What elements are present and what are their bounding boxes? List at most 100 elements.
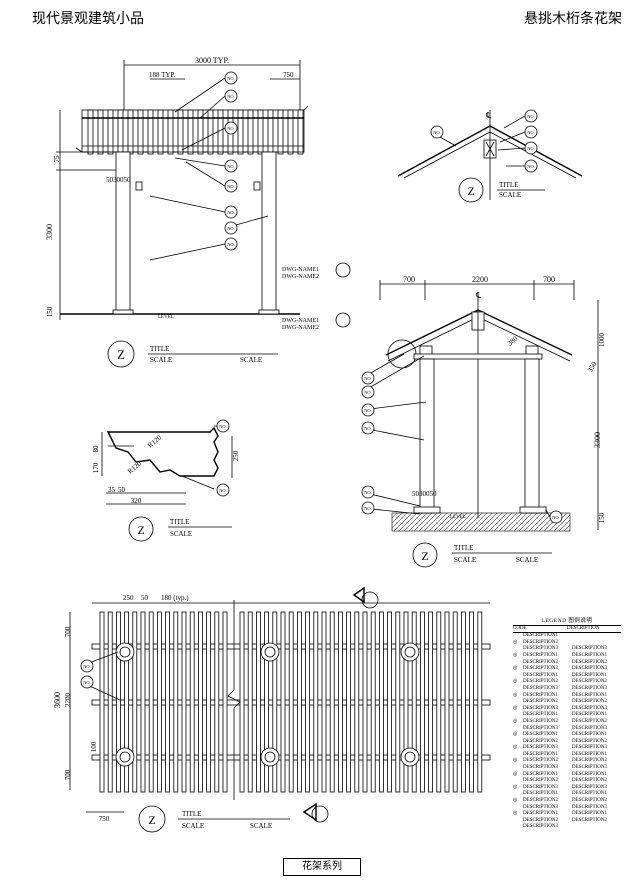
legend-cell-d1: DESCRIPTION2: [523, 699, 559, 705]
plan-rafter: [305, 611, 311, 793]
legend-cell-d1: DESCRIPTION3: [523, 824, 559, 830]
rafter: [197, 109, 204, 155]
legend-cell-sym: [513, 818, 523, 825]
legend-cell-d1: DESCRIPTION1: [523, 652, 559, 658]
legend-cell-d1: DESCRIPTION3: [523, 685, 559, 691]
rafter: [97, 109, 104, 155]
plan-rafter: [460, 611, 466, 793]
svg-text:NO.: NO.: [219, 488, 227, 493]
rafter: [297, 109, 304, 155]
legend-cell-d2: DESCRIPTION2: [572, 758, 608, 764]
svg-text:SCALE: SCALE: [499, 191, 521, 199]
section-callout-tag: NO.: [361, 353, 405, 385]
plan-rafter: [181, 611, 187, 793]
dim-height-label: 3300: [45, 224, 54, 240]
rafter: [237, 109, 244, 155]
legend-row: DESCRIPTION3: [513, 824, 621, 831]
section-callout-tag: NO.: [361, 485, 421, 507]
legend-header: CODE DESCRIPTION: [513, 624, 621, 634]
plan-rafter: [346, 611, 352, 793]
legend-cell-d1: DESCRIPTION2: [523, 758, 559, 764]
sheet-series-title: 现代景观建筑小品: [32, 11, 144, 27]
ridge-callout-tag: NO.: [499, 125, 538, 143]
plan-rafter: [165, 611, 171, 793]
legend-cell-d2: DESCRIPTION3: [572, 784, 608, 790]
svg-text:5030050: 5030050: [412, 490, 437, 498]
legend-cell-d1: DESCRIPTION2: [523, 738, 559, 744]
elevation-callout-tag: NO.: [185, 161, 238, 193]
rafter: [167, 109, 174, 155]
svg-text:700: 700: [543, 275, 555, 284]
svg-text:NO.: NO.: [227, 126, 235, 131]
legend-cell-sym: ◎: [513, 732, 518, 738]
svg-text:NO.: NO.: [364, 490, 372, 495]
svg-text:Z: Z: [148, 813, 155, 827]
plan-callout-tag: NO.: [80, 675, 121, 701]
plan-rafter: [239, 611, 245, 793]
legend-cell-sym: ◎: [513, 798, 518, 804]
svg-text:NO.: NO.: [364, 376, 372, 381]
scale-label: SCALE: [150, 356, 172, 364]
svg-text:NO.: NO.: [527, 130, 535, 135]
legend-cell-d2: DESCRIPTION1: [572, 652, 608, 658]
legend-cell-d2: [572, 633, 621, 640]
legend-cell-d2: DESCRIPTION1: [572, 811, 608, 817]
svg-text:NO.: NO.: [227, 242, 235, 247]
legend-row: DESCRIPTION1: [513, 633, 621, 640]
svg-text:NO.: NO.: [527, 146, 535, 151]
legend-cell-sym: ◎: [513, 639, 518, 645]
plan-rafter: [272, 611, 278, 793]
rafter-end-profile-detail: R120 R120 80 170 250 35 50 320 NO.NO.: [92, 419, 240, 505]
svg-text:DWG-NAME2: DWG-NAME2: [282, 325, 319, 331]
legend-cell-d2: DESCRIPTION3: [572, 804, 608, 810]
svg-text:NO.: NO.: [527, 164, 535, 169]
rafter: [147, 109, 154, 155]
plan-post: [115, 747, 135, 767]
elevation-title-block: Z TITLE SCALE SCALE: [107, 340, 278, 368]
legend-cell-d2: DESCRIPTION1: [572, 712, 608, 718]
svg-text:SCALE: SCALE: [170, 530, 192, 538]
plan-rafter: [411, 611, 417, 793]
legend-cell-d1: DESCRIPTION2: [523, 659, 559, 665]
legend-cell-sym: ◎: [513, 679, 518, 685]
legend-cell-d1: DESCRIPTION3: [523, 725, 559, 731]
rafter: [287, 109, 294, 155]
elevation-callout-tag: NO.: [174, 157, 238, 173]
legend-cell-d2: DESCRIPTION2: [572, 778, 608, 784]
legend-cell-d2: DESCRIPTION1: [572, 791, 608, 797]
legend-cell-sym: [513, 646, 523, 653]
legend-cell-d1: DESCRIPTION2: [523, 778, 559, 784]
svg-text:NO.: NO.: [364, 408, 372, 413]
legend-cell-d2: DESCRIPTION3: [572, 725, 608, 731]
svg-text:2200: 2200: [64, 693, 72, 708]
elevation-post-right: [261, 151, 277, 313]
plan-rafter: [313, 611, 319, 793]
svg-text:250: 250: [123, 594, 134, 602]
ridge-cl-mark: ℄: [485, 111, 492, 120]
svg-text:NO.: NO.: [227, 164, 235, 169]
plan-rafter: [140, 611, 146, 793]
legend-cell-d1: DESCRIPTION2: [523, 679, 559, 685]
svg-text:Z: Z: [421, 549, 428, 563]
svg-text:NO.: NO.: [219, 424, 227, 429]
pergola-front-elevation: 3000 TYP. 188 TYP. 750 5030050 LEVEL 75 …: [45, 56, 309, 320]
plan-post: [260, 747, 280, 767]
section-title-block: Z TITLE SCALE SCALE: [412, 542, 552, 568]
svg-text:NO.: NO.: [227, 226, 235, 231]
legend-table: LEGEND 图例说明 CODE DESCRIPTION DESCRIPTION…: [513, 618, 621, 831]
legend-cell-d2: [572, 640, 621, 647]
plan-callout-tag: NO.: [80, 651, 119, 673]
plan-rafter: [247, 611, 253, 793]
rafter: [187, 109, 194, 155]
plan-rafter: [99, 611, 105, 793]
rafter: [277, 109, 284, 155]
svg-text:Z: Z: [137, 523, 144, 537]
profile-title-block: Z TITLE SCALE: [128, 516, 232, 542]
